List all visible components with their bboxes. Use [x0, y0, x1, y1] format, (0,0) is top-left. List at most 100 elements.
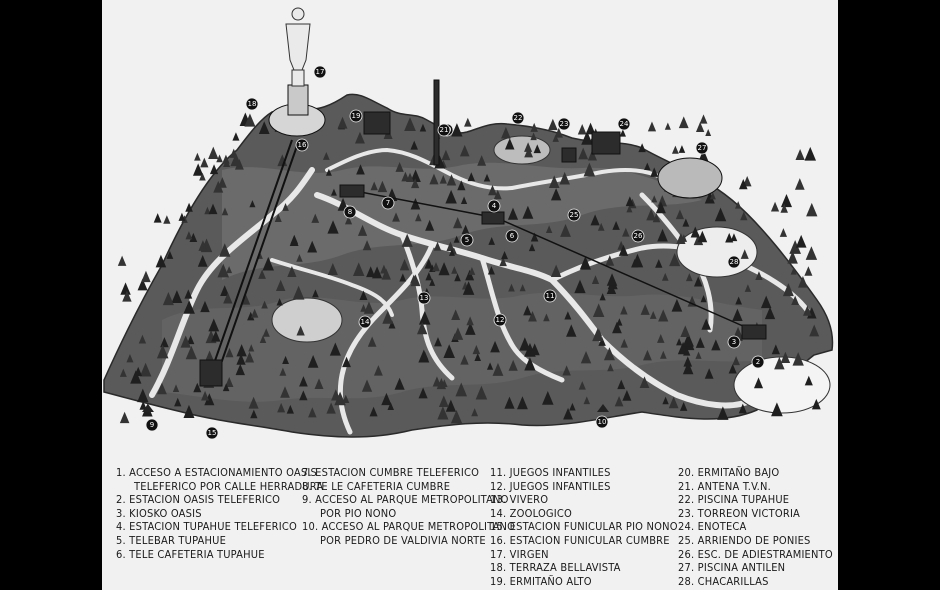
legend-item-1-continued: TELEFERICO POR CALLE HERRADURA — [134, 479, 324, 493]
torreon-victoria-building — [591, 131, 621, 155]
tree — [193, 382, 202, 393]
tree — [574, 279, 586, 294]
legend-item-1: 1. ACCESO A ESTACIONAMIENTO OASIS — [116, 466, 317, 479]
tree — [804, 266, 813, 276]
tree — [432, 376, 442, 387]
tree — [197, 255, 208, 267]
tree — [599, 293, 606, 301]
legend-item-6: 6. TELE CAFETERIA TUPAHUE — [116, 547, 265, 561]
legend-item-16: 16. ESTACION FUNICULAR CUMBRE — [490, 533, 670, 547]
tree — [279, 367, 287, 376]
tree — [578, 381, 586, 390]
tree — [740, 211, 748, 221]
tree — [325, 168, 332, 176]
map-marker-7: 7 — [381, 196, 395, 210]
legend-item-8: 8. TE LE CAFETERIA CUMBRE — [302, 479, 451, 493]
tree — [236, 344, 247, 357]
tree — [445, 189, 457, 204]
tree — [276, 298, 283, 306]
tree — [459, 144, 470, 157]
tree — [373, 365, 383, 376]
tree — [587, 149, 597, 161]
tree — [451, 309, 461, 320]
tree — [548, 175, 560, 189]
tree — [155, 254, 167, 268]
legend-item-26: 26. ESC. DE ADIESTRAMIENTO — [678, 547, 833, 561]
tree — [693, 276, 703, 287]
tree — [606, 273, 618, 286]
tree — [455, 382, 468, 397]
tree — [201, 390, 210, 401]
tree — [483, 173, 491, 182]
tree — [221, 207, 229, 216]
tree — [200, 157, 209, 168]
tree — [700, 295, 707, 303]
tree — [209, 164, 219, 175]
tree — [519, 284, 526, 292]
tree — [446, 241, 455, 252]
tree — [501, 126, 511, 139]
tree — [657, 334, 665, 343]
tree — [308, 407, 317, 418]
tree — [299, 390, 308, 401]
tree — [566, 324, 577, 337]
tree — [172, 384, 180, 392]
tree — [583, 162, 596, 177]
tree — [809, 324, 820, 337]
tree — [522, 205, 534, 219]
tree — [199, 172, 206, 181]
tree — [811, 398, 821, 410]
access-arrow-pedro-de-valdivia — [597, 404, 609, 412]
tree — [779, 228, 788, 237]
legend-item-2: 2. ESTACION OASIS TELEFERICO — [116, 493, 281, 507]
tree — [275, 279, 286, 291]
tree — [236, 353, 246, 365]
tree — [410, 274, 418, 284]
tree — [519, 337, 531, 351]
tree — [399, 273, 407, 282]
tree — [804, 146, 817, 161]
map-marker-3: 3 — [727, 335, 741, 349]
tree — [717, 406, 729, 420]
map-number-markers: 2345678910111213141516171819202122232425… — [145, 65, 765, 440]
tree — [326, 402, 336, 414]
buildings — [199, 79, 767, 387]
tree — [508, 283, 515, 292]
tree — [780, 351, 791, 364]
tree — [183, 404, 195, 418]
tree — [697, 230, 708, 243]
map-marker-number: 15 — [208, 429, 217, 437]
tree — [753, 377, 764, 389]
tree — [620, 338, 628, 348]
tree — [174, 397, 182, 407]
tree — [472, 345, 481, 355]
tree — [296, 325, 305, 336]
tree — [225, 376, 234, 387]
tree — [342, 356, 351, 368]
map-marker-12: 12 — [493, 313, 507, 327]
tree — [658, 309, 669, 322]
tree — [475, 385, 488, 400]
legend-item-5: 5. TELEBAR TUPAHUE — [116, 533, 227, 547]
tree — [622, 389, 632, 401]
tree — [462, 281, 475, 295]
tree — [671, 145, 679, 154]
tree — [780, 193, 793, 208]
tree — [504, 396, 515, 409]
tree — [474, 353, 482, 361]
park-map: 2345678910111213141516171819202122232425… — [103, 7, 834, 440]
tree — [259, 335, 267, 343]
tree — [682, 218, 690, 227]
tree — [617, 379, 626, 390]
tree — [690, 226, 700, 238]
tree — [524, 146, 534, 158]
tree — [355, 131, 365, 144]
tree — [620, 305, 628, 315]
tree — [794, 178, 805, 190]
tree — [517, 396, 528, 410]
tree — [548, 118, 558, 131]
funicular-track — [209, 139, 299, 379]
tree — [356, 164, 365, 175]
tree — [130, 370, 142, 384]
map-photo: 2345678910111213141516171819202122232425… — [102, 0, 838, 590]
